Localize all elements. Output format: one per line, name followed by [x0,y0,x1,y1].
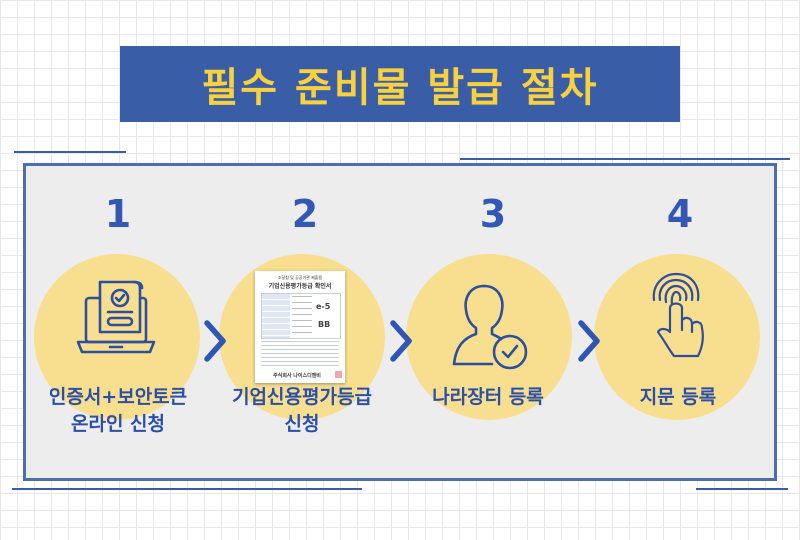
decor-line-top-right [460,158,790,160]
step-label-3-line1: 나라장터 등록 [432,386,544,408]
doc-table: e-5 BB [261,293,341,339]
fingerprint-touch-icon [652,272,704,358]
step-label-2: 기업신용평가등급 신청 [212,384,392,438]
doc-grade-1: e-5 [316,302,331,311]
doc-footer: 주식회사 나이스디앤비 [273,373,321,379]
step-label-4: 지문 등록 [588,384,768,411]
step-label-4-line1: 지문 등록 [639,386,717,408]
step-number-2: 2 [291,192,319,236]
decor-line-top-left [14,151,126,153]
step-number-4: 4 [666,192,694,236]
chevron-right-icon [204,320,226,362]
step-number-1: 1 [104,192,132,236]
step-label-1-line1: 인증서+보안토큰 [48,386,188,408]
decor-line-bottom-left [12,488,362,490]
step-label-1-line2: 온라인 신청 [70,413,165,435]
step-label-2-line2: 신청 [284,413,320,435]
chevron-right-icon [578,320,600,362]
doc-body-lines [261,341,339,367]
doc-header: 조달청 및 공공기관 제출용 [277,275,323,280]
step-label-3: 나라장터 등록 [398,384,578,411]
decor-line-bottom-right [696,488,788,490]
page-title: 필수 준비물 발급 절차 [201,65,599,111]
certificate-laptop-icon [76,280,156,354]
chevron-right-icon [390,320,412,362]
credit-rating-document-icon: 조달청 및 공공기관 제출용 기업신용평가등급 확인서 e-5 BB 주식회사 … [255,271,345,383]
step-label-2-line1: 기업신용평가등급 [232,386,372,408]
doc-title: 기업신용평가등급 확인서 [268,283,332,290]
step-circle-3 [406,254,572,420]
doc-seal [335,371,342,378]
doc-grade-2: BB [318,320,331,329]
step-label-1: 인증서+보안토큰 온라인 신청 [28,384,208,438]
title-banner: 필수 준비물 발급 절차 [120,46,680,122]
step-number-3: 3 [479,192,507,236]
user-check-icon [452,284,528,370]
